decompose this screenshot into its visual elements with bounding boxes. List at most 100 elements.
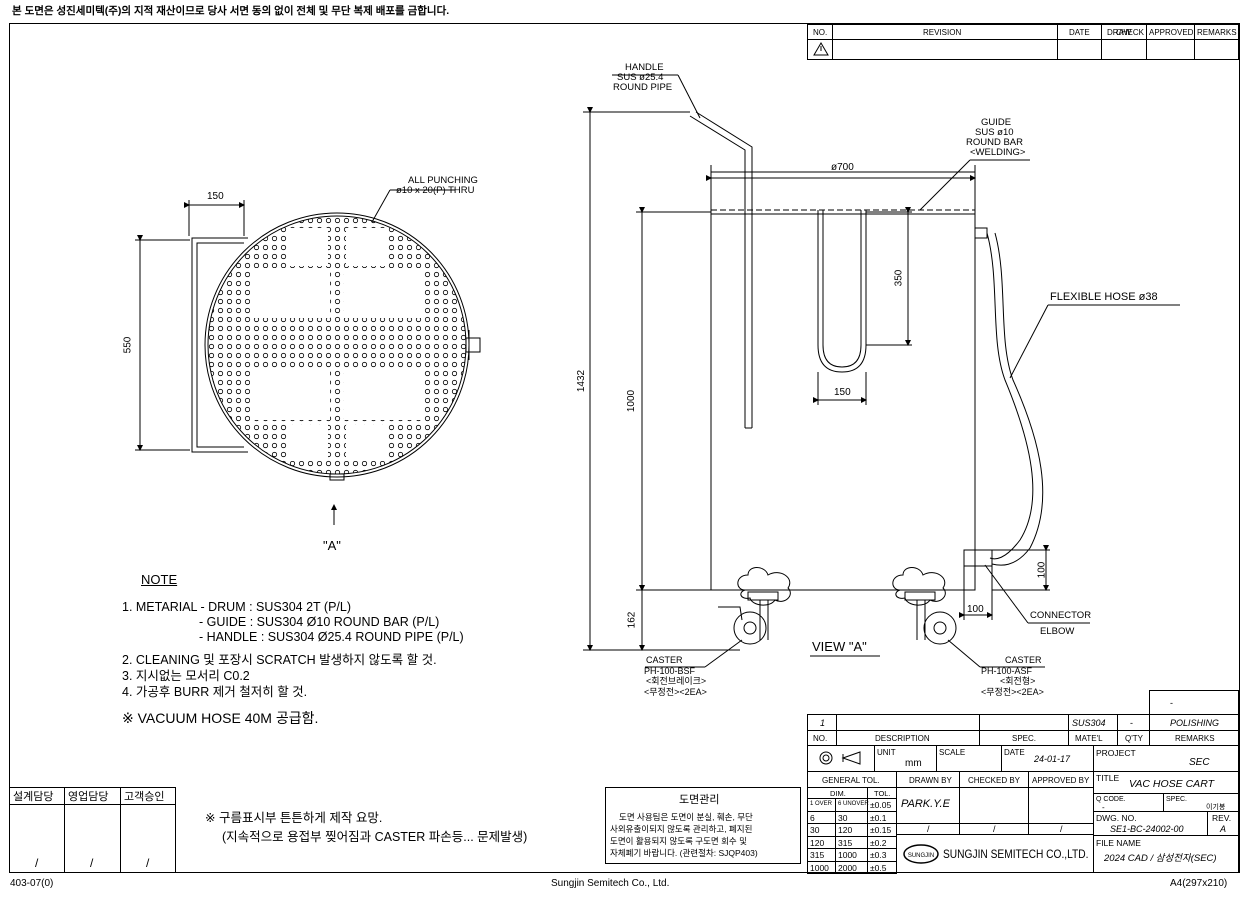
warning-triangle-icon [813, 42, 829, 56]
plan-view-label: "A" [323, 538, 341, 553]
dm-line4: 자체폐기 바랍니다. (관련절차: SJQP403) [610, 848, 758, 858]
tol-value: ±0.3 [870, 850, 887, 860]
approval-customer: 고객승인 [124, 791, 165, 803]
rev-col-remarks: REMARKS [1197, 28, 1237, 37]
tol-cell: ±0.3 [867, 848, 897, 862]
caster-right [892, 567, 957, 645]
footer-paper: A4(297x210) [1170, 878, 1228, 889]
plan-view [135, 189, 481, 525]
company-name: SUNGJIN SEMITECH CO.,LTD. [943, 847, 1089, 861]
spec-value: 이기봉 [1206, 804, 1226, 811]
tol-value: 120 [838, 825, 853, 835]
part-remarks: POLISHING [1170, 718, 1220, 728]
bottom-note-2: (지속적으로 용접부 찢어짐과 CASTER 파손등... 문제발생) [222, 830, 528, 844]
bottom-note-1: ※ 구름표시부 튼튼하게 제작 요망. [205, 811, 383, 825]
scale-label: SCALE [939, 748, 966, 757]
guide-label: GUIDE [981, 117, 1012, 128]
tol-value: 315 [838, 837, 853, 848]
tol-cell: ±0.1 [867, 810, 897, 824]
spec-label: SPEC. [1166, 796, 1188, 803]
tol-cell: 120 [807, 835, 836, 849]
caster-left-qty: <무정전><2EA> [644, 687, 707, 697]
revision-block: NO. REVISION DATE DRAW CHECK APPROVED RE… [807, 24, 1239, 60]
qcode-label: Q CODE. [1096, 796, 1126, 803]
handle-spec: SUS ø25.4 [617, 72, 664, 83]
copyright-notice: 본 도면은 성진세미텍(주)의 지적 재산이므로 당사 서면 동의 없이 전체 … [12, 5, 450, 17]
tol-value: 30 [838, 812, 848, 823]
dim-550: 550 [122, 336, 134, 354]
tol-cell: 1 OVER [807, 798, 836, 812]
tol-cell: ±0.15 [867, 823, 897, 837]
caster-right-model: PH-100-ASF [981, 666, 1033, 676]
dim-100-h: 100 [1036, 561, 1048, 579]
h-no: NO. [813, 734, 828, 743]
note-4: 4. 가공후 BURR 제거 철저히 할 것. [122, 685, 308, 699]
note-2: 2. CLEANING 및 포장시 SCRATCH 발생하지 않도록 할 것. [122, 653, 437, 667]
note-5: ※ VACUUM HOSE 40M 공급함. [122, 710, 319, 726]
tol-value: 120 [810, 837, 825, 848]
caster-left-model: PH-100-BSF [644, 666, 696, 676]
caster-left-label: CASTER [646, 655, 683, 665]
elbow-label: ELBOW [1040, 626, 1075, 637]
tol-value: ±0.5 [870, 862, 887, 873]
h-qty: Q'TY [1125, 734, 1143, 743]
tol-value: 2000 [838, 862, 857, 873]
footer-form-no: 403-07(0) [10, 878, 54, 889]
side-view-label: VIEW "A" [812, 639, 867, 654]
rev-col-approved: APPROVED [1149, 28, 1194, 37]
dim-100-w: 100 [967, 604, 984, 615]
note-1: 1. METARIAL - DRUM : SUS304 2T (P/L) [122, 600, 351, 614]
tol-cell: ±0.05 [867, 798, 897, 812]
approval-box: 설계담당 영업담당 고객승인 / / / [9, 787, 176, 873]
handle-label: HANDLE [625, 62, 664, 73]
rev-col-date: DATE [1069, 28, 1090, 37]
h-remarks: REMARKS [1175, 734, 1215, 743]
approved-slash: / [1060, 824, 1063, 834]
tol-value: 1000 [810, 862, 829, 873]
tol-cell: 2000 [835, 860, 868, 874]
caster-right-qty: <무정전><2EA> [981, 687, 1044, 697]
dwg-label: DWG. NO. [1096, 813, 1137, 823]
tol-value: ±0.05 [870, 800, 892, 810]
rev-label: REV. [1212, 813, 1232, 823]
approved-by: APPROVED BY [1032, 776, 1090, 785]
rev-col-check: CHECK [1116, 28, 1145, 37]
tol-value: 30 [810, 825, 820, 835]
rev-value: A [1220, 824, 1227, 834]
rev-col-revision: REVISION [923, 28, 962, 37]
part-matl: SUS304 [1072, 718, 1106, 728]
tol-cell: 30 [835, 810, 868, 824]
tol-value: ±0.2 [870, 837, 887, 848]
caster-left [718, 567, 791, 645]
approval-slash-3: / [146, 856, 150, 870]
title-block: - 1 SUS304 - POLISHING NO. DESCRIPTION S… [807, 690, 1239, 874]
company-logo-text: SUNGJIN [908, 853, 934, 859]
part-no: 1 [820, 718, 826, 728]
part-qty: - [1130, 718, 1133, 728]
approval-slash-2: / [90, 856, 94, 870]
tol-cell: 6 [807, 810, 836, 824]
guide-spec2: ROUND BAR [966, 137, 1024, 148]
dim-diameter: ø700 [831, 162, 854, 173]
file-label: FILE NAME [1096, 838, 1141, 848]
projection-symbol-icon [819, 751, 861, 765]
drawn-name: PARK.Y.E [901, 798, 950, 810]
tol-value: ±0.1 [870, 812, 887, 823]
dm-line2: 사외유출이되지 않도록 관리하고, 폐지된 [610, 824, 753, 834]
tol-cell: 315 [807, 848, 836, 862]
punching-spec: ø10 x 20(P) THRU [396, 185, 475, 196]
side-view [583, 74, 1180, 668]
dim-1000: 1000 [626, 389, 638, 413]
footer-company: Sungjin Semitech Co., Ltd. [551, 878, 670, 889]
note-1b: - GUIDE : SUS304 Ø10 ROUND BAR (P/L) [199, 615, 440, 629]
guide-spec3: <WELDING> [970, 147, 1026, 158]
dim-162: 162 [626, 611, 638, 629]
unit-label: UNIT [877, 748, 896, 757]
dim-1432: 1432 [576, 369, 588, 393]
dwg-value: SE1-BC-24002-00 [1110, 824, 1184, 834]
project-value: SEC [1189, 757, 1210, 768]
tol-value: 1000 [838, 850, 857, 860]
project-label: PROJECT [1096, 748, 1136, 758]
